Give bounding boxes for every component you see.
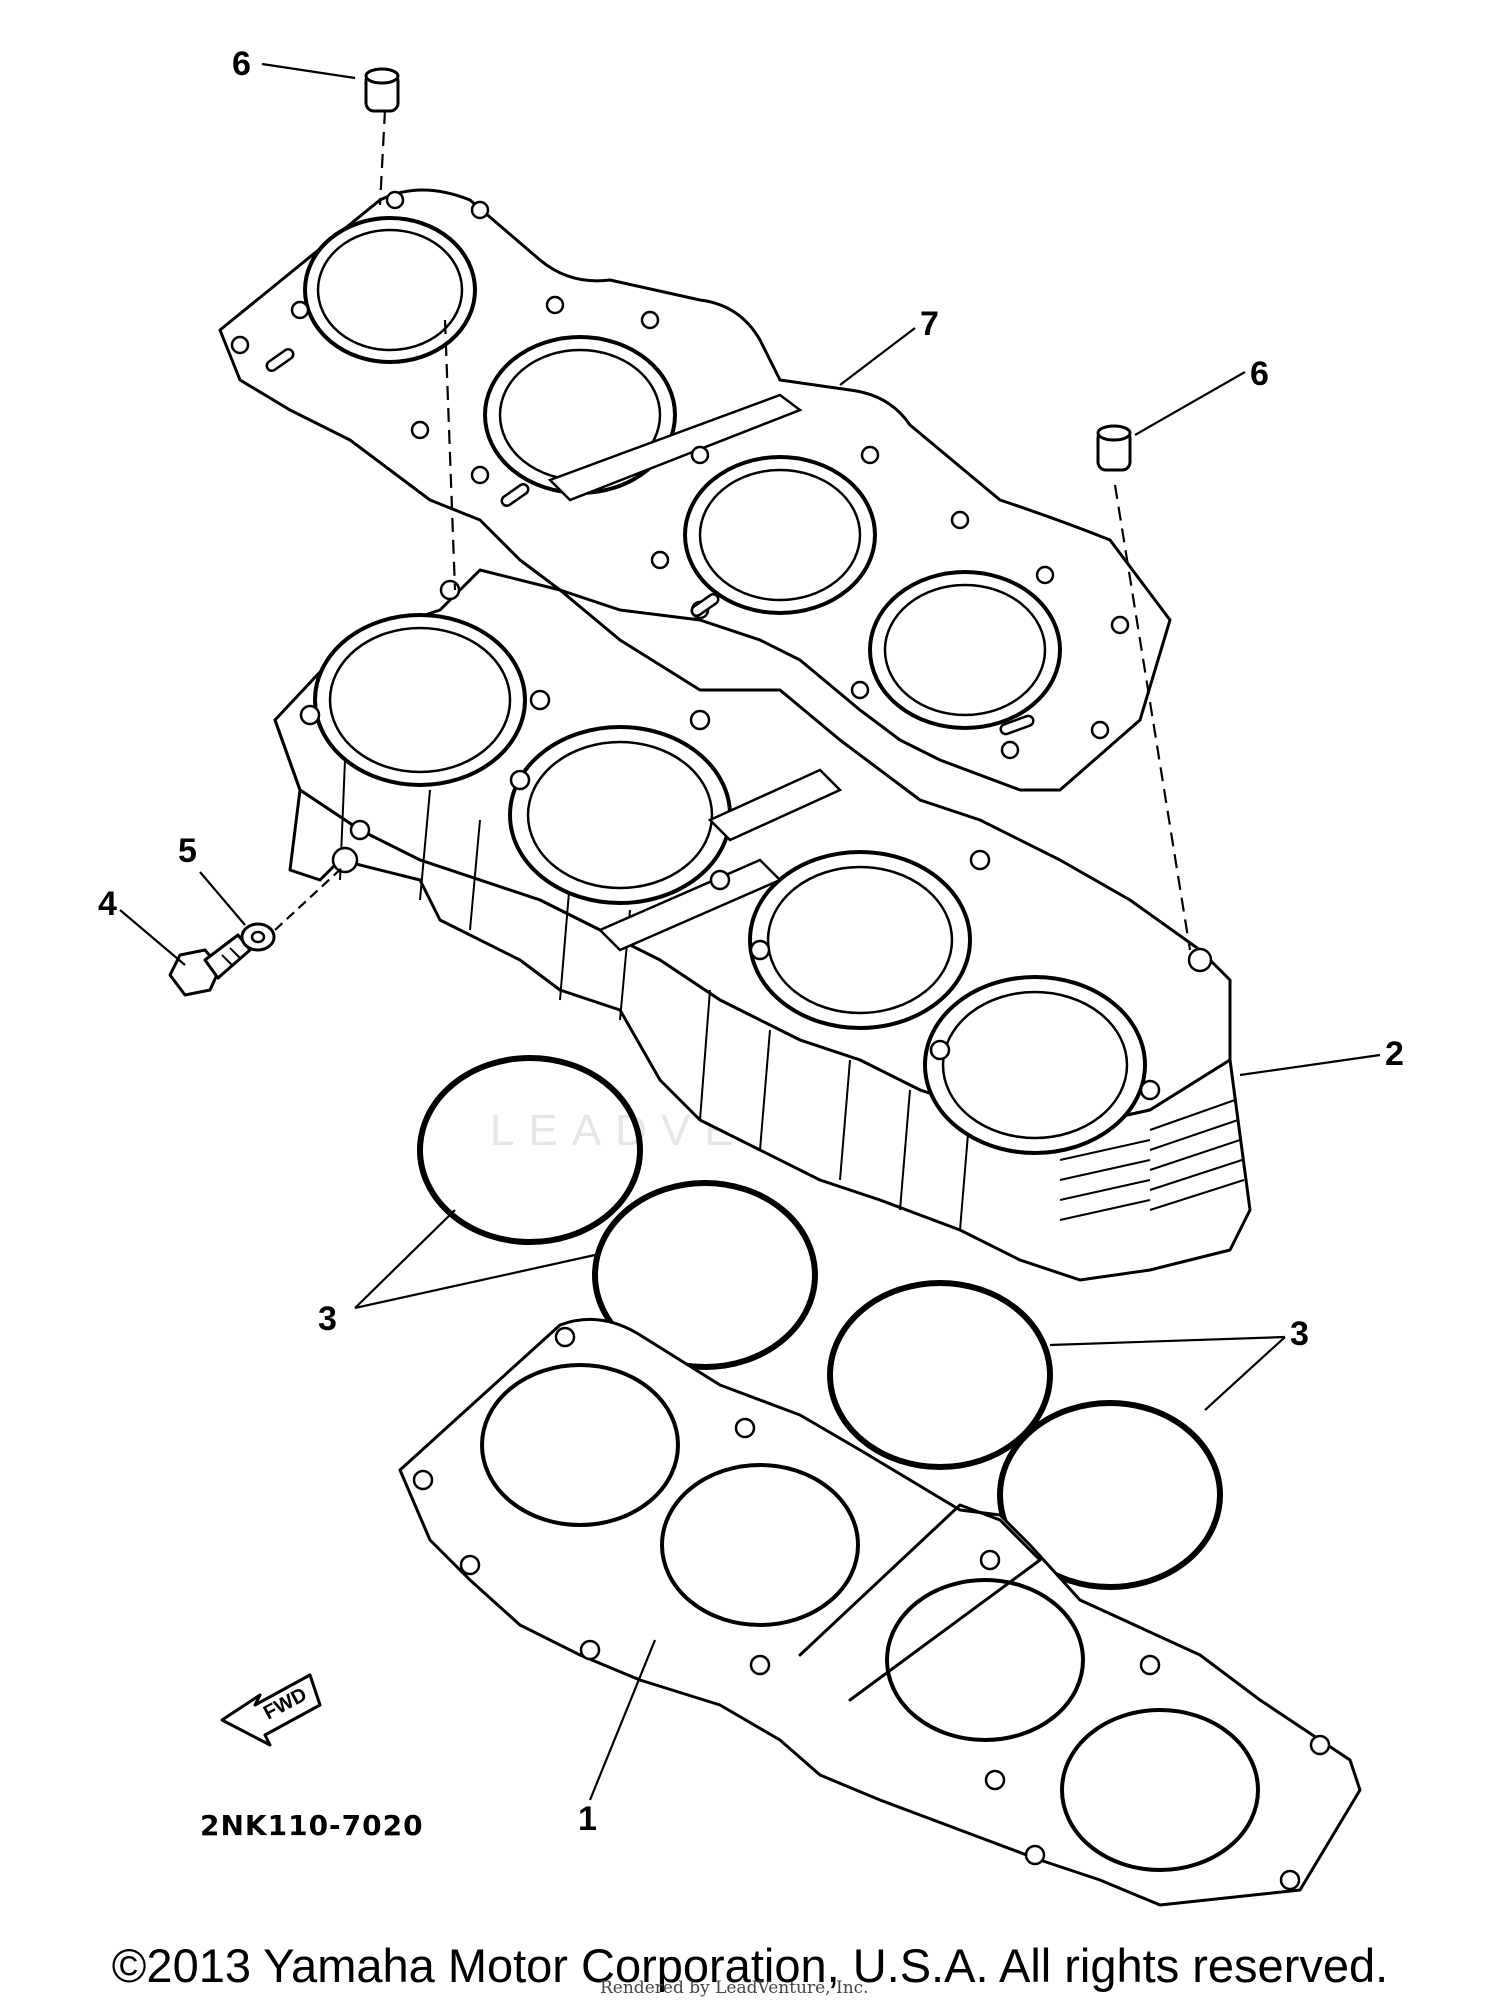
callout-6-right: 6 <box>1250 355 1269 393</box>
callout-5: 5 <box>178 832 197 870</box>
o-ring-4[interactable] <box>997 1400 1223 1590</box>
callout-7: 7 <box>920 305 939 343</box>
callout-3-left: 3 <box>318 1300 337 1338</box>
base-gasket-bore-2 <box>660 1463 860 1627</box>
callout-4: 4 <box>98 885 117 923</box>
o-ring-1[interactable] <box>417 1055 643 1245</box>
rendered-by-note: Rendered by LeadVenture, Inc. <box>600 1978 869 1998</box>
washer[interactable] <box>240 922 276 952</box>
dowel-pin-right[interactable] <box>1096 424 1132 472</box>
copyright-notice: ©2013 Yamaha Motor Corporation, U.S.A. A… <box>111 1939 1389 1992</box>
cylinder-base-gasket[interactable] <box>398 1317 1362 1907</box>
callout-2: 2 <box>1385 1035 1404 1073</box>
bolt[interactable] <box>168 933 252 997</box>
forward-direction-icon: FWD <box>220 1673 322 1747</box>
base-gasket-bore-3 <box>885 1578 1085 1742</box>
callout-1: 1 <box>578 1800 597 1838</box>
callout-3-right: 3 <box>1290 1315 1309 1353</box>
cylinder-block[interactable] <box>273 568 1252 1282</box>
callout-6-left: 6 <box>232 45 251 83</box>
o-ring-2[interactable] <box>592 1180 818 1370</box>
dowel-pin-left[interactable] <box>364 67 400 113</box>
base-gasket-bore-4 <box>1060 1708 1260 1872</box>
drawing-code: 2NK110-7020 <box>200 1809 424 1842</box>
cylinder-head-gasket[interactable] <box>218 188 1172 792</box>
o-ring-3[interactable] <box>827 1280 1053 1470</box>
base-gasket-bore-1 <box>480 1363 680 1527</box>
